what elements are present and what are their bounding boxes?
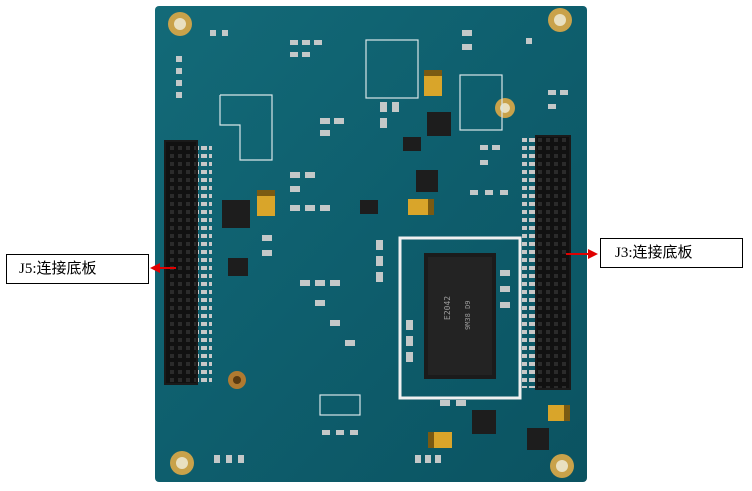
connector-j3 xyxy=(522,135,571,390)
connector-j5 xyxy=(164,140,212,385)
mounting-holes xyxy=(168,8,574,478)
callout-j3: J3:连接底板 xyxy=(600,238,743,268)
svg-text:9M38 D9: 9M38 D9 xyxy=(464,300,472,330)
callout-j5: J5:连接底板 xyxy=(6,254,149,284)
callout-j3-label: J3:连接底板 xyxy=(615,245,693,261)
passive-components xyxy=(176,30,568,463)
black-components xyxy=(222,112,549,450)
callout-j5-label: J5:连接底板 xyxy=(19,261,97,277)
arrow-left xyxy=(150,263,176,273)
silkscreen xyxy=(219,39,522,416)
memory-chip: E2042 9M38 D9 xyxy=(424,253,496,379)
svg-text:E2042: E2042 xyxy=(443,296,452,320)
arrow-right xyxy=(566,249,598,259)
capacitors-yellow xyxy=(257,70,570,448)
